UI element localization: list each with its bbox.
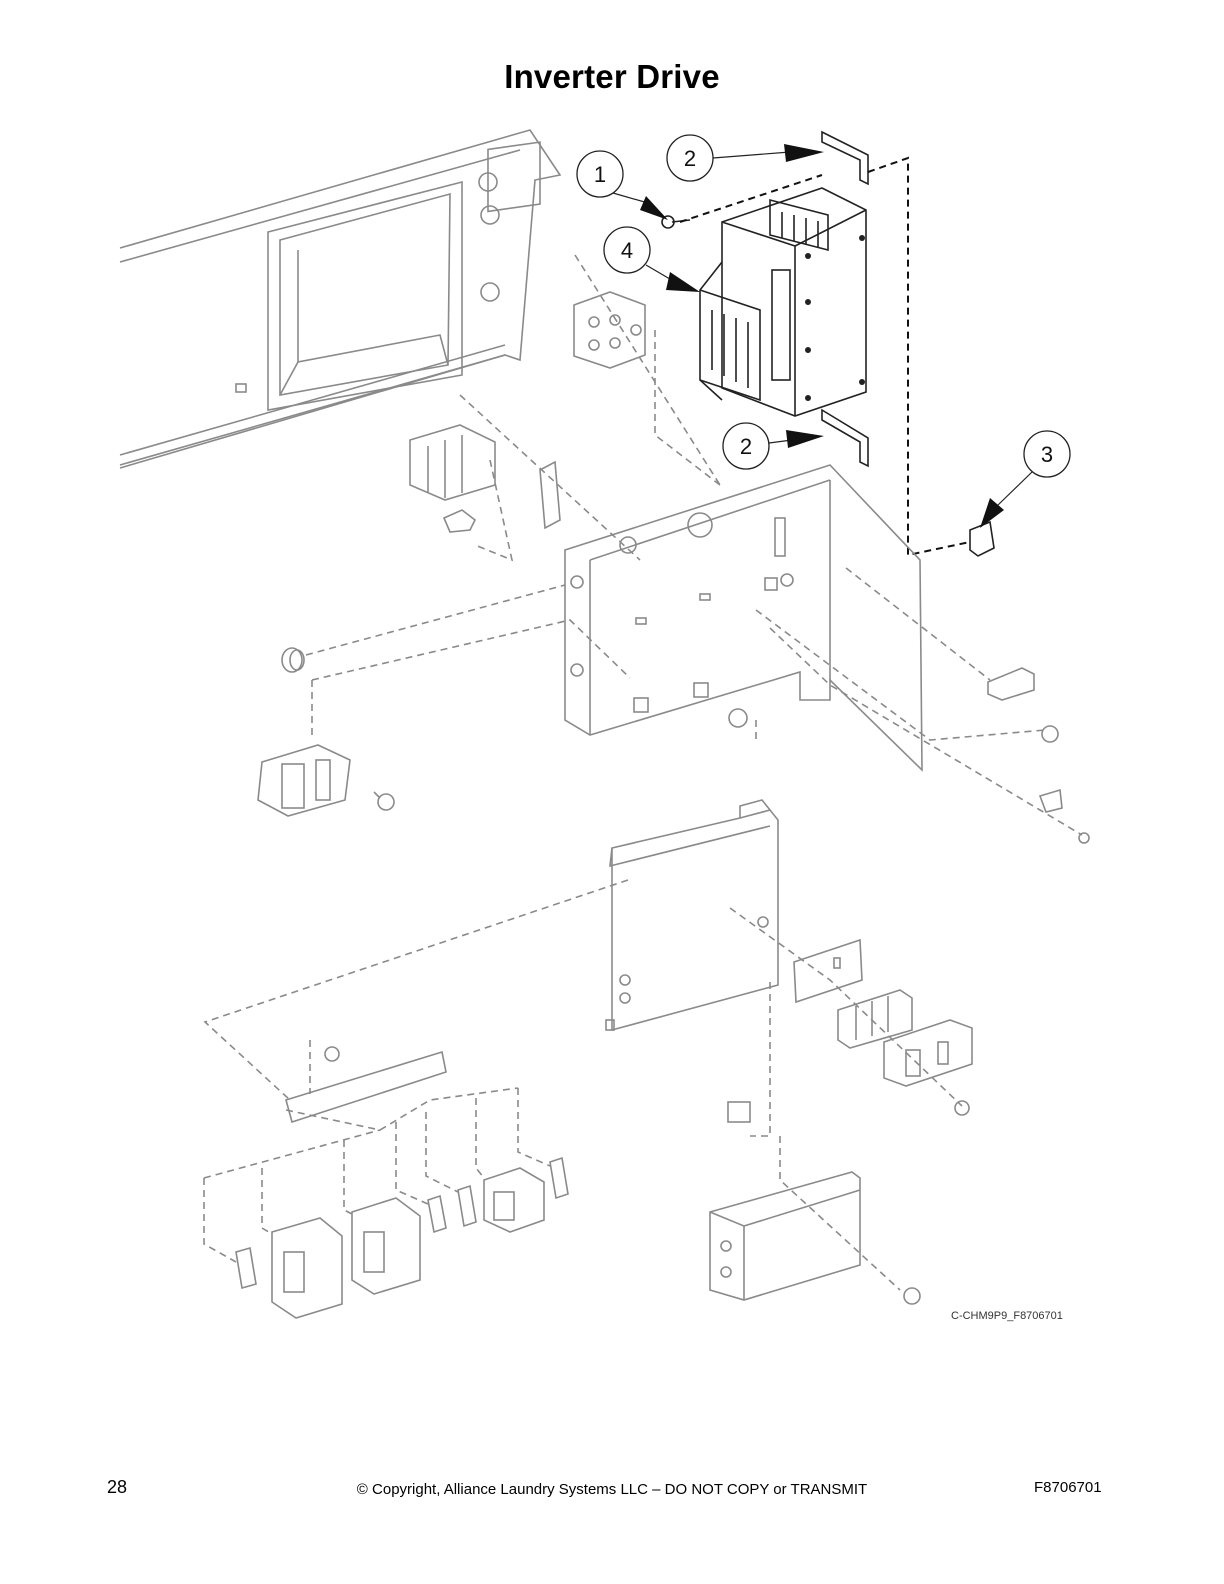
aux-block-3	[457, 1184, 477, 1228]
drawing-id: C-CHM9P9_F8706701	[951, 1310, 1063, 1322]
svg-text:3: 3	[1041, 442, 1053, 467]
bolt-rail	[324, 1046, 340, 1062]
callout-4: 4	[603, 226, 700, 292]
right-hardware	[987, 667, 1090, 844]
bolt-left	[373, 791, 395, 811]
terminal-strip	[837, 989, 913, 1049]
mounting-plate	[564, 464, 923, 772]
aux-block-2	[427, 1194, 447, 1234]
svg-text:4: 4	[621, 238, 633, 263]
contactor-1	[271, 1217, 343, 1319]
circuit-breaker	[409, 424, 496, 501]
din-rail-long	[285, 1050, 447, 1124]
document-number: F8706701	[1034, 1479, 1102, 1496]
lower-plate	[605, 799, 779, 1032]
filter-box	[709, 1171, 861, 1301]
bolt-center	[728, 708, 748, 728]
svg-text:2: 2	[740, 434, 752, 459]
copyright-notice: © Copyright, Alliance Laundry Systems LL…	[356, 1481, 868, 1498]
aux-block-1	[235, 1246, 257, 1290]
inverter-drive	[699, 187, 867, 417]
screw-item-1	[661, 215, 691, 229]
page-title: Inverter Drive	[504, 58, 720, 95]
svg-text:2: 2	[684, 146, 696, 171]
aux-block-4	[549, 1156, 569, 1200]
contactor-3	[483, 1167, 545, 1233]
grommet	[281, 647, 305, 673]
callout-1: 1	[576, 150, 668, 220]
terminal-block	[573, 291, 646, 369]
callout-3: 3	[980, 430, 1071, 528]
svg-text:1: 1	[594, 162, 606, 187]
label-plate	[793, 938, 863, 1004]
back-panel	[119, 129, 562, 469]
din-rail-short	[539, 460, 561, 530]
clip-item-3	[969, 520, 995, 557]
page-number: 28	[107, 1477, 128, 1497]
bolt-cover	[954, 1100, 970, 1116]
upper-bracket	[821, 130, 869, 186]
bolt-filter	[903, 1287, 921, 1305]
contactor-2	[351, 1197, 421, 1295]
callout-2-top: 2	[666, 134, 824, 182]
end-clamp	[442, 509, 477, 533]
cable-clip	[727, 1101, 751, 1123]
lower-bracket	[821, 408, 869, 468]
terminal-cover	[883, 1019, 973, 1087]
callout-2-bottom: 2	[722, 422, 824, 470]
relay-module	[257, 744, 351, 817]
